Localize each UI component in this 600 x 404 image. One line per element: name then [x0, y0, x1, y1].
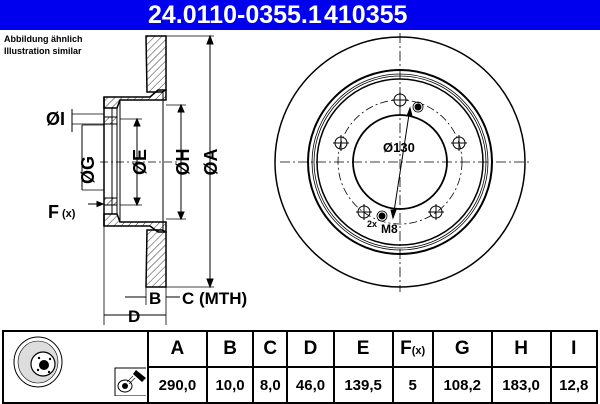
spec-header-row: A B C D E F(x) G H I [2, 330, 598, 404]
col-i-value: 12,8 [549, 366, 598, 404]
illustration-note: Abbildung ähnlich Illustration similar [4, 33, 83, 57]
label-dia-a: ØA [201, 148, 221, 175]
note-german: Abbildung ähnlich [4, 34, 83, 44]
label-c: C (MTH) [182, 289, 247, 308]
col-a-value: 290,0 [147, 366, 208, 404]
label-dia-g: ØG [78, 156, 98, 184]
col-g-header: G [431, 330, 493, 368]
label-thread-count: 2x [367, 219, 377, 229]
brake-disc-icon [13, 336, 147, 397]
title-bar: 24.0110-0355.1 410355 [0, 0, 600, 30]
label-pcd: Ø130 [383, 140, 415, 155]
label-dia-h: ØH [173, 149, 193, 176]
col-c-header: C [252, 330, 289, 368]
label-dia-i: ØI [46, 109, 65, 129]
col-f-value: 5 [391, 366, 434, 404]
col-i-header: I [549, 330, 598, 368]
col-c-value: 8,0 [252, 366, 289, 404]
col-d-header: D [286, 330, 335, 368]
col-a-header: A [147, 330, 208, 368]
side-view-labels: ØI ØG ØE ØH ØA F (x) B C (MTH) D [46, 109, 247, 326]
label-d: D [128, 307, 140, 326]
spec-table: A B C D E F(x) G H I 290,0 10,0 8,0 46,0… [2, 330, 598, 404]
col-e-value: 139,5 [332, 366, 394, 404]
col-f-header: F(x) [391, 330, 434, 368]
label-dia-e: ØE [130, 149, 150, 175]
label-thread: M8 [381, 222, 398, 236]
note-english: Illustration similar [4, 46, 82, 56]
col-b-value: 10,0 [205, 366, 255, 404]
col-g-value: 108,2 [431, 366, 493, 404]
front-view [274, 33, 532, 292]
col-b-header: B [205, 330, 255, 368]
article-code: 410355 [324, 1, 408, 29]
product-image-cell [2, 330, 149, 404]
col-h-header: H [490, 330, 552, 368]
technical-drawing: ØI ØG ØE ØH ØA F (x) B C (MTH) D [46, 33, 532, 326]
label-b: B [149, 289, 161, 308]
label-f-sub: (x) [62, 208, 76, 220]
front-view-labels: Ø130 2x M8 [367, 140, 415, 236]
spec-value-row: 290,0 10,0 8,0 46,0 139,5 5 108,2 183,0 … [3, 366, 598, 404]
col-h-value: 183,0 [490, 366, 552, 404]
part-number: 24.0110-0355.1 [148, 1, 322, 29]
col-d-value: 46,0 [286, 366, 335, 404]
col-e-header: E [332, 330, 394, 368]
side-view [71, 34, 214, 325]
label-f: F [48, 202, 59, 222]
